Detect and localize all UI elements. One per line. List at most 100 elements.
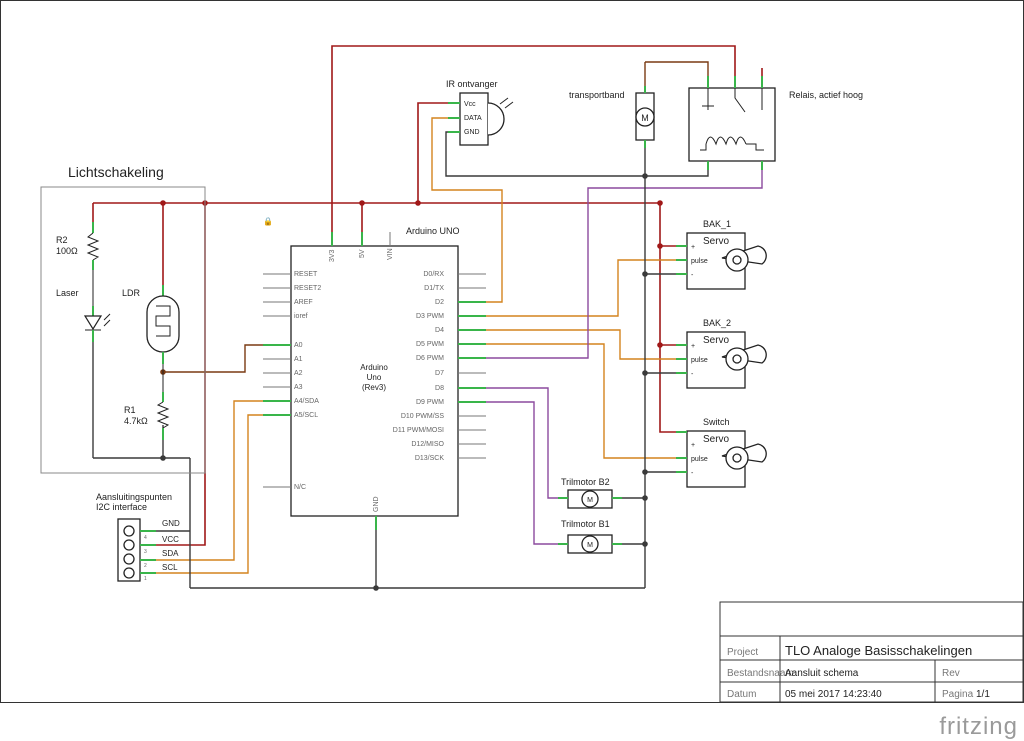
arduino-uno: Arduino UNO 🔒 Arduino Uno (Rev3) 3V3 5V … bbox=[263, 217, 486, 530]
fritzing-logo: fritzing bbox=[939, 713, 1018, 740]
pin-ioref: ioref bbox=[294, 313, 308, 320]
lichtschakeling-title: Lichtschakeling bbox=[68, 164, 164, 180]
page-label: Pagina bbox=[942, 689, 974, 700]
ldr-label: LDR bbox=[122, 288, 141, 298]
junction-dot bbox=[415, 200, 421, 206]
lock-icon: 🔒 bbox=[263, 217, 273, 226]
bak1-pulse: pulse bbox=[691, 258, 708, 265]
junction-dot bbox=[657, 243, 663, 249]
pin-d4: D4 bbox=[435, 327, 444, 334]
bak2-plus: + bbox=[691, 343, 695, 350]
r1-label: R1 bbox=[124, 405, 136, 415]
ir-receiver: IR ontvanger Vcc DATA GND bbox=[446, 79, 514, 146]
bak1-minus: - bbox=[691, 272, 694, 279]
pin-d5: D5 PWM bbox=[416, 341, 444, 348]
junction-dot bbox=[642, 370, 648, 376]
i2c-pin-vcc: VCC bbox=[162, 535, 179, 544]
switch-plus: + bbox=[691, 442, 695, 449]
resistor-r1: R1 4.7kΩ bbox=[124, 372, 170, 440]
junction-dot bbox=[642, 495, 648, 501]
pin-5v-label: 5V bbox=[359, 249, 366, 258]
conveyor-label: transportband bbox=[569, 90, 625, 100]
pin-d9: D9 PWM bbox=[416, 399, 444, 406]
switch-label: Switch bbox=[703, 417, 730, 427]
switch-servo-label: Servo bbox=[703, 434, 730, 445]
date-label: Datum bbox=[727, 689, 756, 700]
rev-label: Rev bbox=[942, 668, 960, 679]
junction-dot bbox=[657, 342, 663, 348]
resistor-r2: R2 100Ω bbox=[56, 222, 100, 310]
laser-label: Laser bbox=[56, 288, 79, 298]
pin-reset: RESET bbox=[294, 271, 318, 278]
title-block: Project TLO Analoge Basisschakelingen Be… bbox=[719, 601, 1024, 703]
pin-d0: D0/RX bbox=[423, 271, 444, 278]
trilmotor-b2-label: Trilmotor B2 bbox=[561, 477, 610, 487]
r2-label: R2 bbox=[56, 235, 68, 245]
trilmotor-b2: Trilmotor B2 M bbox=[558, 477, 622, 509]
trilmotor-b1: Trilmotor B1 M bbox=[558, 519, 622, 554]
bak2-servo-label: Servo bbox=[703, 335, 730, 346]
pin-d7: D7 bbox=[435, 370, 444, 377]
pin-nc: N/C bbox=[294, 484, 306, 491]
junction-dot bbox=[642, 173, 648, 179]
ir-gnd-label: GND bbox=[464, 129, 480, 136]
bak2-minus: - bbox=[691, 371, 694, 378]
pin-3v3-label: 3V3 bbox=[329, 249, 336, 262]
i2c-title-line1: Aansluitingspunten bbox=[96, 492, 172, 502]
trilmotor-b2-m: M bbox=[587, 497, 593, 504]
light-circuit-box bbox=[40, 186, 206, 474]
laser-diode: Laser bbox=[56, 288, 111, 342]
ir-receiver-title: IR ontvanger bbox=[446, 79, 498, 89]
ldr: LDR bbox=[122, 285, 180, 372]
project-value: TLO Analoge Basisschakelingen bbox=[785, 643, 972, 658]
junction-dot bbox=[373, 585, 379, 591]
servo-bak2: BAK_2 Servo + pulse - bbox=[676, 318, 767, 389]
r1-value: 4.7kΩ bbox=[124, 416, 148, 426]
pin-d6: D6 PWM bbox=[416, 355, 444, 362]
filename-value: Aansluit schema bbox=[785, 668, 859, 679]
i2c-pin-num-3: 3 bbox=[144, 549, 147, 555]
light-circuit: Lichtschakeling R2 100Ω Laser LDR bbox=[40, 164, 206, 474]
switch-minus: - bbox=[691, 470, 694, 477]
i2c-connector: Aansluitingspunten I2C interface GND VCC… bbox=[96, 492, 180, 582]
ir-data-label: DATA bbox=[464, 115, 482, 122]
arduino-center-line3: (Rev3) bbox=[362, 383, 386, 392]
bak1-plus: + bbox=[691, 244, 695, 251]
pin-d10: D10 PWM/SS bbox=[401, 413, 445, 420]
pin-d3: D3 PWM bbox=[416, 313, 444, 320]
pin-d8: D8 bbox=[435, 385, 444, 392]
relay: Relais, actief hoog bbox=[688, 76, 863, 170]
conveyor-motor-m: M bbox=[641, 113, 649, 123]
pin-a5-scl: A5/SCL bbox=[294, 412, 318, 419]
pin-a1: A1 bbox=[294, 356, 303, 363]
junction-dot bbox=[642, 541, 648, 547]
conveyor-motor: transportband M bbox=[569, 86, 655, 148]
filename-label: Bestandsnaam bbox=[727, 668, 794, 679]
servo-bak1: BAK_1 Servo + pulse - bbox=[676, 219, 767, 290]
sheet-frame bbox=[0, 0, 1024, 703]
page-value: 1/1 bbox=[976, 689, 990, 700]
arduino-title: Arduino UNO bbox=[406, 226, 460, 236]
bak2-label: BAK_2 bbox=[703, 318, 731, 328]
i2c-pin-num-2: 2 bbox=[144, 563, 147, 569]
arduino-center-line1: Arduino bbox=[360, 363, 388, 372]
junction-dot bbox=[160, 455, 166, 461]
pin-d12: D12/MISO bbox=[411, 441, 444, 448]
i2c-pin-scl: SCL bbox=[162, 563, 178, 572]
pin-aref: AREF bbox=[294, 299, 313, 306]
pin-d11: D11 PWM/MOSI bbox=[393, 427, 444, 434]
bak1-servo-label: Servo bbox=[703, 236, 730, 247]
pin-gnd-label: GND bbox=[373, 496, 380, 512]
date-value: 05 mei 2017 14:23:40 bbox=[785, 689, 882, 700]
trilmotor-b1-m: M bbox=[587, 542, 593, 549]
trilmotor-b1-label: Trilmotor B1 bbox=[561, 519, 610, 529]
ir-vcc-label: Vcc bbox=[464, 101, 476, 108]
bak1-label: BAK_1 bbox=[703, 219, 731, 229]
arduino-body bbox=[290, 245, 459, 517]
relay-label: Relais, actief hoog bbox=[789, 90, 863, 100]
pin-d1: D1/TX bbox=[424, 285, 444, 292]
r2-value: 100Ω bbox=[56, 246, 78, 256]
i2c-pin-num-4: 4 bbox=[144, 535, 147, 541]
pin-a3: A3 bbox=[294, 384, 303, 391]
